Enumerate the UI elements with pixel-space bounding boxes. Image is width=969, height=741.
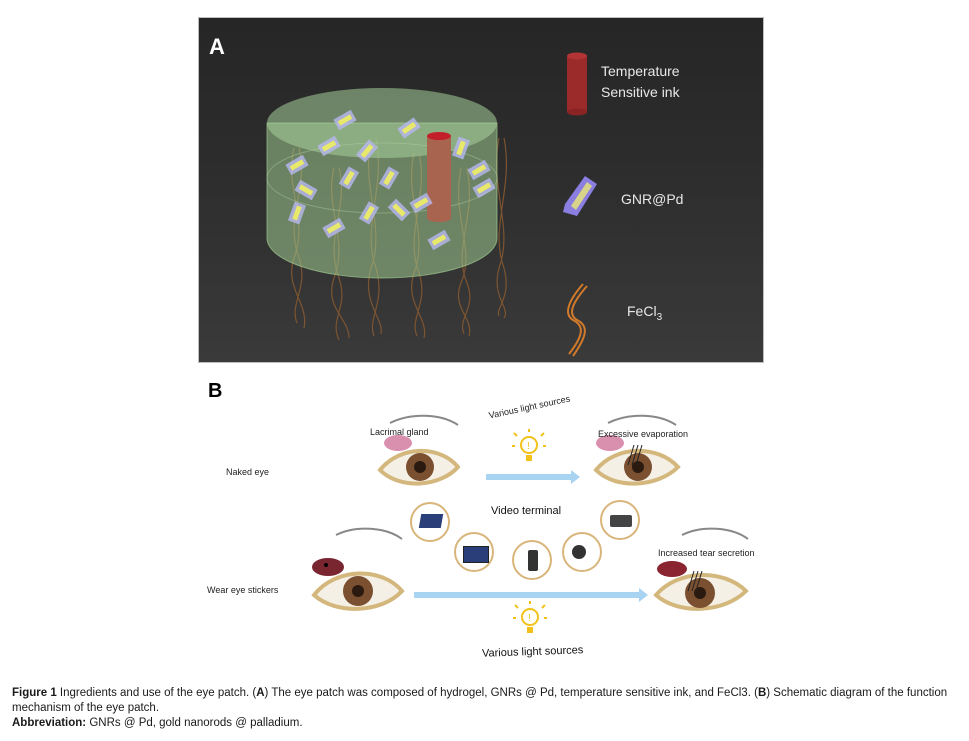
sticker-eye-illustration [311,527,405,611]
svg-text:!: ! [528,613,531,624]
evaporating-eye-illustration [593,414,681,486]
row-label-eye-stickers: Wear eye stickers [207,585,279,595]
gnr-particle [451,136,471,160]
figure-caption: Figure 1 Ingredients and use of the eye … [12,686,960,731]
caption-abbreviation: Abbreviation: GNRs @ Pd, gold nanorods @… [12,717,303,729]
smartphone-icon [512,540,552,580]
naked-eye-illustration [377,414,460,486]
gnr-particle [317,135,341,157]
svg-text:!: ! [527,441,530,452]
arrow-bottom [414,588,648,602]
label-excessive-evaporation: Excessive evaporation [598,429,689,439]
legend-temperature-ink: Temperature Sensitive ink [601,61,680,103]
gnr-particle [355,139,379,163]
red-cylinder-icon [567,52,587,116]
label-light-sources-bottom: Various light sources [481,644,584,660]
light-bulb-icon-top: ! [512,429,546,461]
gnr-particle [409,192,433,214]
tablet-icon [454,532,494,572]
caption-figure-label: Figure 1 [12,687,57,699]
gnr-particle [397,117,421,139]
caption-main: Figure 1 Ingredients and use of the eye … [12,687,948,714]
video-camera-icon [562,532,602,572]
label-lacrimal-gland: Lacrimal gland [370,427,429,437]
gnr-particle [333,109,357,131]
gnr-particle [338,166,360,190]
label-video-terminal: Video terminal [491,505,562,517]
gnr-particle [294,179,318,201]
gnr-particle [285,154,309,176]
gnr-particle [322,217,346,239]
gnr-particle [467,159,491,181]
legend-temperature-line2: Sensitive ink [601,84,680,100]
gnr-particle [472,177,496,199]
gnr-particle [287,201,307,225]
arrow-top [486,470,580,484]
label-increased-tear-secretion: Increased tear secretion [658,548,755,558]
gnr-particle [387,198,411,222]
laptop-icon [410,502,450,542]
temperature-ink-cylinder [427,132,451,222]
gold-nanorod-icon [563,176,597,216]
legend-temperature-line1: Temperature [601,63,680,79]
gnr-particle [358,201,380,225]
light-bulb-icon-bottom: ! [513,601,547,633]
row-label-naked-eye: Naked eye [226,467,270,477]
camera-icon [600,500,640,540]
gnr-particle [378,166,400,190]
gnr-particles [285,109,496,251]
tearing-eye-illustration [653,527,749,611]
gnr-particle [427,229,451,251]
legend-gnr-pd: GNR@Pd [621,191,684,207]
ferric-chloride-strand-icon [567,283,588,357]
panel-a-letter: A [209,34,225,59]
label-light-sources-top: Various light sources [487,393,572,421]
legend-fecl3: FeCl3 [627,303,663,323]
hydrogel-patch-diagram [266,88,508,341]
panel-b-letter: B [208,380,223,402]
panel-a-illustration: A [198,17,764,363]
